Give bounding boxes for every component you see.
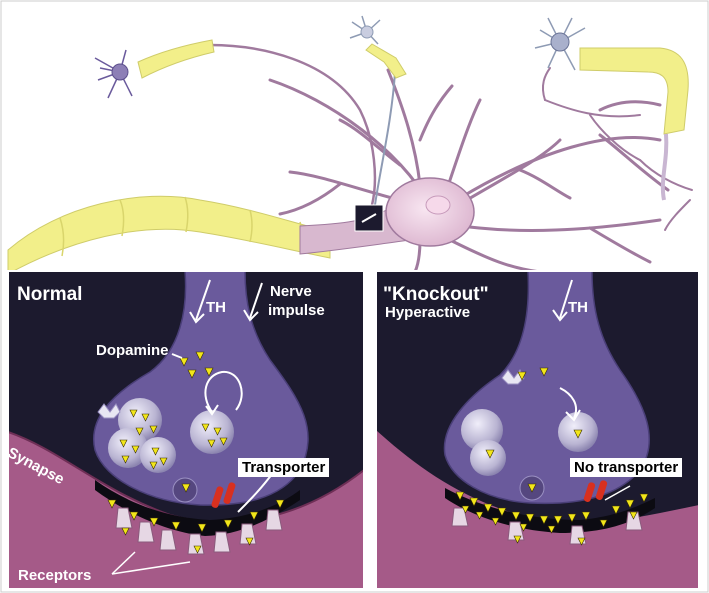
- normal-th-label: TH: [206, 300, 226, 315]
- knockout-panel-title: "Knockout": [383, 285, 489, 304]
- transporter-label: Transporter: [238, 458, 329, 477]
- myelin-top: [366, 44, 406, 78]
- no-transporter-label: No transporter: [570, 458, 682, 477]
- nerve-impulse-label-line1: Nerve: [270, 284, 312, 299]
- knockout-th-label: TH: [568, 300, 588, 315]
- nerve-impulse-label-line2: impulse: [268, 303, 325, 318]
- neuron-illustration: [8, 16, 692, 274]
- myelin-right: [580, 48, 688, 134]
- nucleus: [426, 196, 450, 214]
- myelin-left: [138, 40, 214, 78]
- myelinated-axon-left: [8, 196, 330, 274]
- normal-panel-title: Normal: [17, 285, 82, 304]
- dopamine-label: Dopamine: [96, 343, 169, 358]
- knockout-panel-subtitle: Hyperactive: [385, 305, 470, 320]
- receptors-label: Receptors: [18, 568, 91, 583]
